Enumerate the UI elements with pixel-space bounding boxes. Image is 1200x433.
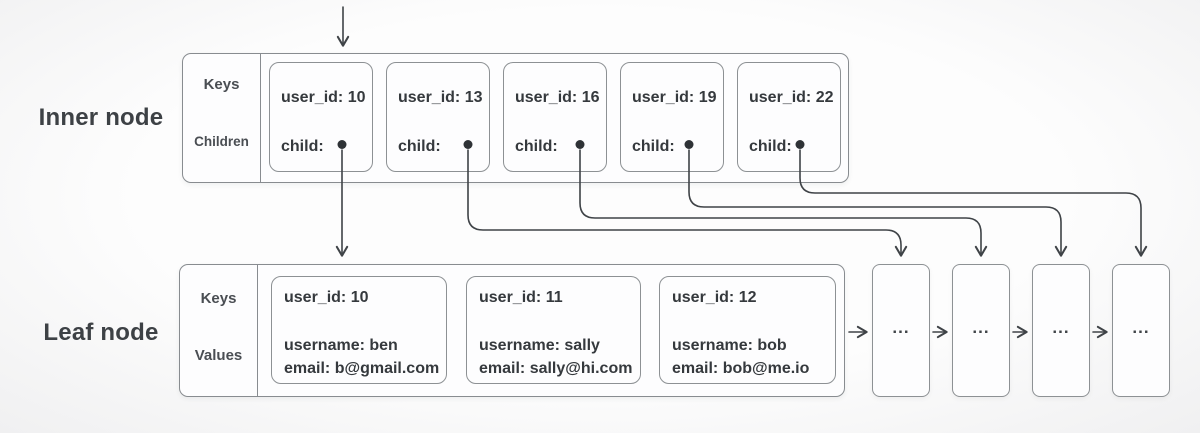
inner-cell-child-label: child:: [749, 138, 792, 155]
inner-key-cell: user_id: 13 child:: [386, 62, 490, 172]
sibling-leaf-node: ...: [952, 264, 1010, 397]
leaf-cell-values: username: sally email: sally@hi.com: [479, 334, 640, 380]
leaf-username: username: sally: [479, 337, 600, 354]
leaf-record-cell: user_id: 10 username: ben email: b@gmail…: [271, 276, 447, 384]
inner-key-cell: user_id: 10 child:: [269, 62, 373, 172]
inner-keys-label: Keys: [203, 76, 240, 93]
leaf-email: email: sally@hi.com: [479, 360, 633, 377]
inner-cell-key: user_id: 10: [281, 89, 366, 106]
leaf-record-cell: user_id: 11 username: sally email: sally…: [466, 276, 641, 384]
sibling-leaf-node: ...: [1112, 264, 1170, 397]
leaf-node-box: Keys Values user_id: 10 username: ben em…: [179, 264, 845, 397]
inner-children-label: Children: [194, 134, 249, 149]
inner-cell-key: user_id: 16: [515, 89, 600, 106]
leaf-keys-label: Keys: [200, 290, 237, 307]
leaf-username: username: bob: [672, 337, 787, 354]
leaf-cell-key: user_id: 10: [284, 289, 369, 306]
leaf-cell-key: user_id: 11: [479, 289, 563, 306]
inner-key-cell: user_id: 16 child:: [503, 62, 607, 172]
leaf-node-row-labels: Keys Values: [180, 265, 258, 396]
leaf-record-cell: user_id: 12 username: bob email: bob@me.…: [659, 276, 836, 384]
sibling-leaf-node: ...: [1032, 264, 1090, 397]
inner-cell-key: user_id: 22: [749, 89, 834, 106]
inner-node-box: Keys Children user_id: 10 child: user_id…: [182, 53, 849, 183]
leaf-email: email: b@gmail.com: [284, 360, 440, 377]
inner-cell-child-label: child:: [515, 138, 558, 155]
inner-cell-child-label: child:: [632, 138, 675, 155]
inner-cell-key: user_id: 13: [398, 89, 483, 106]
leaf-cell-key: user_id: 12: [672, 289, 757, 306]
leaf-cell-values: username: ben email: b@gmail.com: [284, 334, 446, 380]
leaf-node-label: Leaf node: [43, 319, 159, 346]
inner-node-label: Inner node: [38, 104, 164, 131]
inner-cell-child-label: child:: [398, 138, 441, 155]
inner-node-row-labels: Keys Children: [183, 54, 261, 182]
inner-cell-child-label: child:: [281, 138, 324, 155]
sibling-leaf-node: ...: [872, 264, 930, 397]
leaf-values-label: Values: [194, 347, 243, 364]
leaf-username: username: ben: [284, 337, 398, 354]
pointer-child5-to-sibling4-arrow: [799, 149, 1148, 257]
leaf-cell-values: username: bob email: bob@me.io: [672, 334, 835, 380]
inner-key-cell: user_id: 22 child:: [737, 62, 841, 172]
inner-cell-key: user_id: 19: [632, 89, 717, 106]
leaf-email: email: bob@me.io: [672, 360, 810, 377]
inner-key-cell: user_id: 19 child:: [620, 62, 724, 172]
